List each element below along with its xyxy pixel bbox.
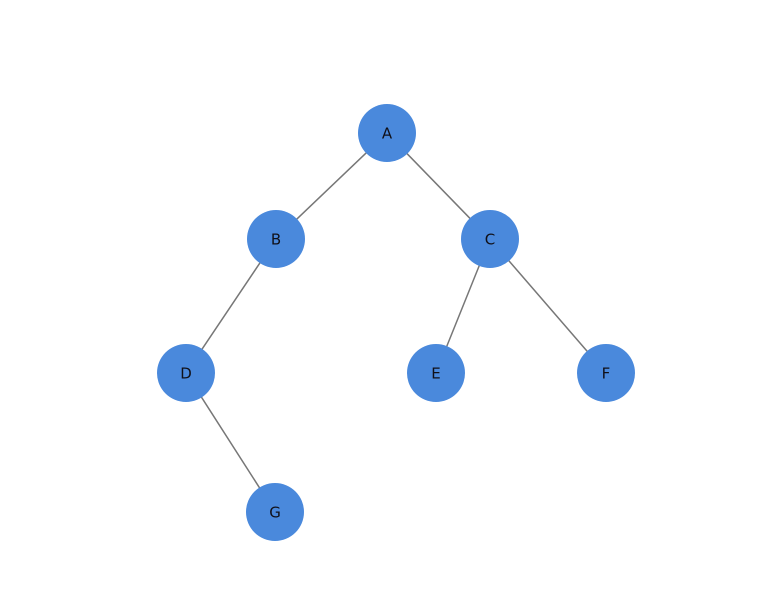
graph-node-E[interactable]: E [407, 344, 465, 402]
graph-edge-B-D [201, 262, 261, 350]
graph-edge-C-F [508, 260, 588, 352]
graph-node-circle-E[interactable] [407, 344, 465, 402]
graph-edge-C-E [446, 265, 480, 347]
graph-node-circle-D[interactable] [157, 344, 215, 402]
graph-node-D[interactable]: D [157, 344, 215, 402]
edge-layer [200, 152, 588, 489]
graph-node-circle-C[interactable] [461, 210, 519, 268]
graph-node-circle-A[interactable] [358, 104, 416, 162]
graph-node-A[interactable]: A [358, 104, 416, 162]
graph-edge-A-C [406, 153, 471, 219]
graph-node-G[interactable]: G [246, 483, 304, 541]
graph-edge-D-G [200, 396, 261, 489]
graph-node-C[interactable]: C [461, 210, 519, 268]
graph-node-B[interactable]: B [247, 210, 305, 268]
graph-node-circle-B[interactable] [247, 210, 305, 268]
graph-node-circle-G[interactable] [246, 483, 304, 541]
graph-node-F[interactable]: F [577, 344, 635, 402]
graph-edge-A-B [296, 152, 367, 220]
graph-node-circle-F[interactable] [577, 344, 635, 402]
node-layer: AB C D E F G [157, 104, 635, 541]
